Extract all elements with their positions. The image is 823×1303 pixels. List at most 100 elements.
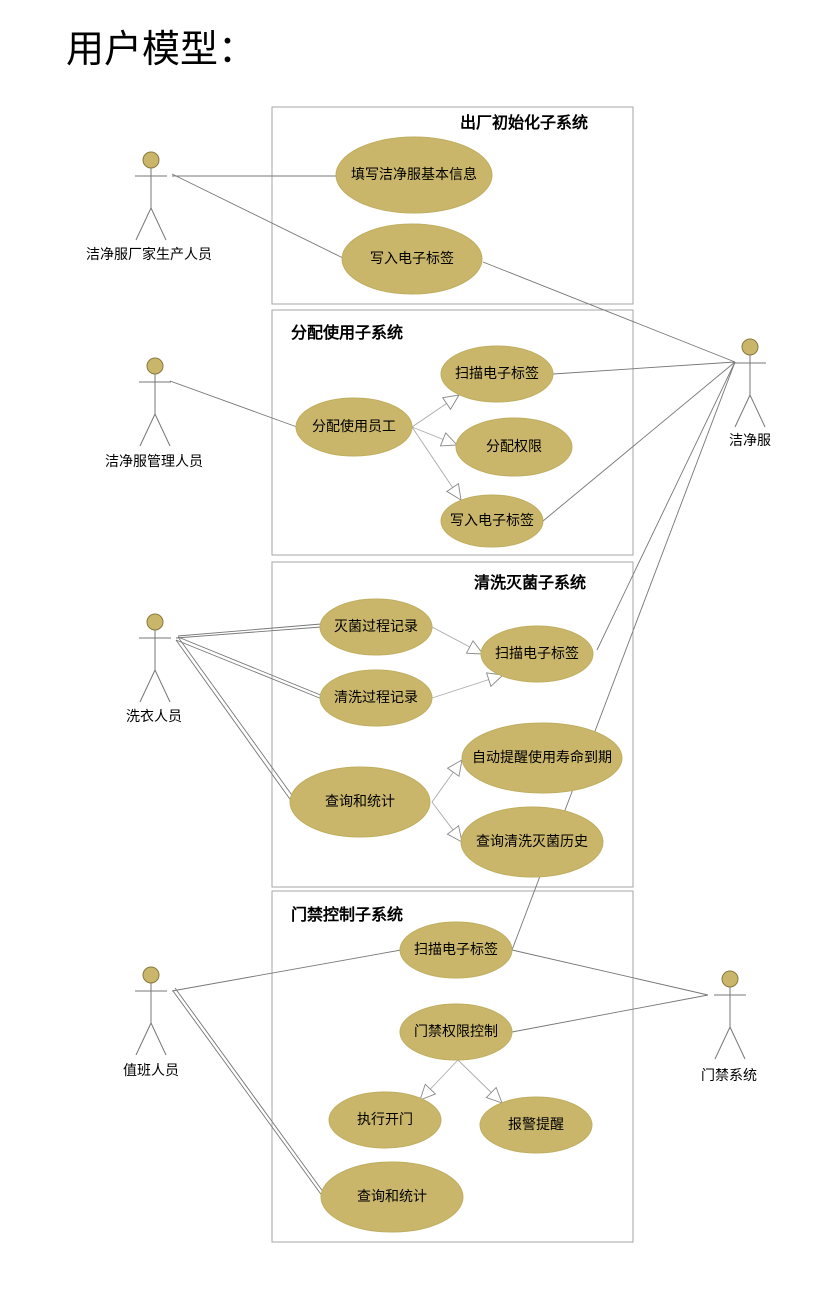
page-title: 用户模型： bbox=[66, 27, 257, 71]
use-case-ellipse[interactable] bbox=[440, 345, 554, 403]
association-line bbox=[169, 380, 298, 428]
use-case-ellipse[interactable] bbox=[399, 921, 513, 979]
use-case-ellipse[interactable] bbox=[341, 223, 483, 295]
use-case-label: 扫描电子标签 bbox=[414, 941, 498, 958]
use-case-ellipse[interactable] bbox=[461, 722, 623, 794]
actor-manager[interactable]: 洁净服管理人员 bbox=[105, 357, 203, 470]
association-line bbox=[542, 361, 736, 522]
actor-left-leg bbox=[135, 1022, 152, 1056]
use-case-label: 查询和统计 bbox=[325, 794, 395, 810]
generalization-arrowhead bbox=[465, 639, 484, 655]
actor-head-icon bbox=[142, 966, 160, 984]
association-line bbox=[175, 639, 293, 803]
use-case-label: 分配权限 bbox=[486, 439, 542, 455]
use-case-label: 查询和统计 bbox=[357, 1189, 427, 1205]
use-case-u8[interactable]: 扫描电子标签 bbox=[480, 625, 594, 683]
actor-right-leg bbox=[150, 1022, 167, 1056]
use-case-label: 门禁权限控制 bbox=[414, 1024, 498, 1040]
use-case-ellipse[interactable] bbox=[289, 766, 431, 838]
actor-right-leg bbox=[154, 669, 171, 703]
actor-label: 洗衣人员 bbox=[126, 709, 182, 725]
use-case-u9[interactable]: 清洗过程记录 bbox=[319, 669, 433, 727]
use-case-label: 执行开门 bbox=[357, 1112, 413, 1128]
use-case-u1[interactable]: 填写洁净服基本信息 bbox=[335, 136, 493, 214]
actor-doorsys[interactable]: 门禁系统 bbox=[701, 970, 757, 1084]
use-case-ellipse[interactable] bbox=[480, 625, 594, 683]
generalization-arrowhead bbox=[485, 672, 505, 688]
use-case-u13[interactable]: 扫描电子标签 bbox=[399, 921, 513, 979]
use-case-ellipse[interactable] bbox=[320, 1161, 464, 1233]
actor-right-leg bbox=[729, 1026, 746, 1060]
use-case-u17[interactable]: 查询和统计 bbox=[320, 1161, 464, 1233]
use-case-label: 扫描电子标签 bbox=[495, 645, 579, 662]
system-title-factory: 出厂初始化子系统 bbox=[460, 113, 588, 132]
use-case-label: 扫描电子标签 bbox=[455, 365, 539, 382]
use-case-u16[interactable]: 报警提醒 bbox=[479, 1096, 593, 1154]
generalization-arrowhead bbox=[441, 394, 460, 411]
use-case-ellipse[interactable] bbox=[335, 136, 493, 214]
generalization-arrowhead bbox=[445, 482, 462, 501]
use-case-ellipse[interactable] bbox=[319, 669, 433, 727]
use-case-u12[interactable]: 查询清洗灭菌历史 bbox=[460, 806, 604, 878]
generalization-arrowhead bbox=[446, 759, 463, 778]
use-case-label: 自动提醒使用寿命到期 bbox=[472, 749, 612, 766]
association-line bbox=[596, 361, 736, 651]
use-case-u7[interactable]: 灭菌过程记录 bbox=[319, 598, 433, 656]
actor-washer[interactable]: 洗衣人员 bbox=[126, 613, 182, 725]
use-case-u14[interactable]: 门禁权限控制 bbox=[399, 1003, 513, 1061]
actor-duty[interactable]: 值班人员 bbox=[123, 966, 179, 1079]
use-case-u2[interactable]: 写入电子标签 bbox=[341, 223, 483, 295]
association-line bbox=[175, 626, 322, 639]
use-case-ellipse[interactable] bbox=[479, 1096, 593, 1154]
actor-right-leg bbox=[154, 413, 171, 447]
use-case-ellipse[interactable] bbox=[328, 1091, 442, 1149]
use-case-label: 填写洁净服基本信息 bbox=[351, 166, 477, 183]
use-case-u3[interactable]: 扫描电子标签 bbox=[440, 345, 554, 403]
generalization-arrowhead bbox=[485, 1086, 503, 1104]
association-line bbox=[177, 623, 322, 637]
generalization-arrowhead bbox=[419, 1083, 437, 1101]
actor-left-leg bbox=[135, 207, 152, 241]
use-case-ellipse[interactable] bbox=[295, 397, 413, 457]
actor-label: 洁净服厂家生产人员 bbox=[86, 246, 212, 263]
actor-label: 值班人员 bbox=[123, 1063, 179, 1079]
actor-head-icon bbox=[721, 970, 739, 988]
actor-head-icon bbox=[146, 357, 164, 375]
association-line bbox=[171, 173, 344, 259]
association-line bbox=[482, 261, 736, 363]
use-case-u10[interactable]: 自动提醒使用寿命到期 bbox=[461, 722, 623, 794]
actor-label: 洁净服 bbox=[729, 433, 771, 449]
use-case-label: 清洗过程记录 bbox=[334, 690, 418, 706]
actor-label: 洁净服管理人员 bbox=[105, 454, 203, 470]
system-title-assign: 分配使用子系统 bbox=[291, 323, 403, 342]
use-case-u15[interactable]: 执行开门 bbox=[328, 1091, 442, 1149]
actor-garment[interactable]: 洁净服 bbox=[729, 338, 771, 449]
use-case-u11[interactable]: 查询和统计 bbox=[289, 766, 431, 838]
use-case-ellipse[interactable] bbox=[319, 598, 433, 656]
use-case-ellipse[interactable] bbox=[455, 417, 573, 477]
actor-label: 门禁系统 bbox=[701, 1068, 757, 1084]
actor-left-leg bbox=[139, 413, 156, 447]
association-line bbox=[552, 361, 736, 375]
actor-head-icon bbox=[146, 613, 164, 631]
actor-left-leg bbox=[139, 669, 156, 703]
use-case-label: 报警提醒 bbox=[508, 1117, 564, 1133]
use-case-label: 分配使用员工 bbox=[312, 418, 396, 435]
association-line bbox=[511, 994, 709, 1033]
association-line bbox=[171, 949, 402, 992]
use-case-u5[interactable]: 分配权限 bbox=[455, 417, 573, 477]
use-case-u4[interactable]: 分配使用员工 bbox=[295, 397, 413, 457]
use-case-ellipse[interactable] bbox=[440, 494, 544, 548]
actor-head-icon bbox=[142, 151, 160, 169]
use-case-ellipse[interactable] bbox=[460, 806, 604, 878]
association-line bbox=[511, 949, 709, 996]
actor-left-leg bbox=[714, 1026, 731, 1060]
use-case-ellipse[interactable] bbox=[399, 1003, 513, 1061]
actor-maker[interactable]: 洁净服厂家生产人员 bbox=[86, 151, 212, 263]
use-case-label: 灭菌过程记录 bbox=[334, 619, 418, 635]
association-line bbox=[177, 636, 295, 799]
association-line bbox=[177, 636, 324, 697]
actor-right-leg bbox=[749, 394, 766, 428]
use-case-u6[interactable]: 写入电子标签 bbox=[440, 494, 544, 548]
